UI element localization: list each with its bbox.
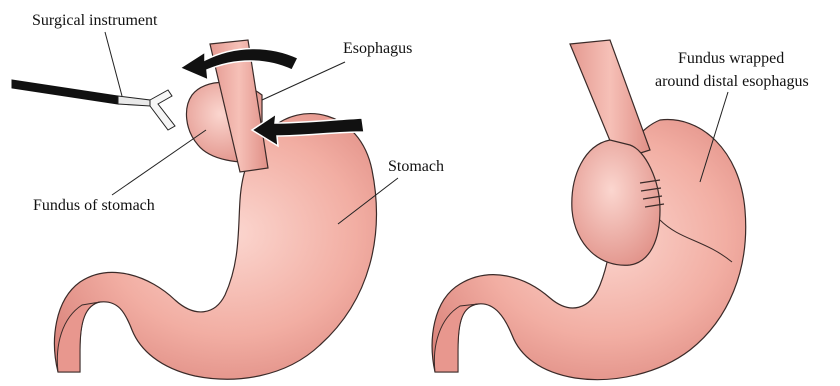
leader-surgical-instrument — [105, 32, 122, 96]
surgical-instrument-tool — [12, 80, 175, 130]
label-esophagus: Esophagus — [343, 40, 412, 57]
stomach-after-wrap — [432, 40, 746, 380]
label-surgical-instrument: Surgical instrument — [32, 12, 158, 29]
label-fundus-wrapped-line2: around distal esophagus — [655, 73, 809, 90]
label-fundus-wrapped-line1: Fundus wrapped — [678, 50, 784, 67]
label-fundus-of-stomach: Fundus of stomach — [33, 197, 155, 214]
instrument-jaw — [150, 90, 175, 130]
instrument-tip — [118, 96, 150, 106]
leader-fundus-of-stomach — [112, 130, 206, 195]
instrument-shaft — [12, 80, 118, 104]
label-stomach: Stomach — [388, 158, 444, 175]
leader-esophagus — [262, 62, 345, 100]
